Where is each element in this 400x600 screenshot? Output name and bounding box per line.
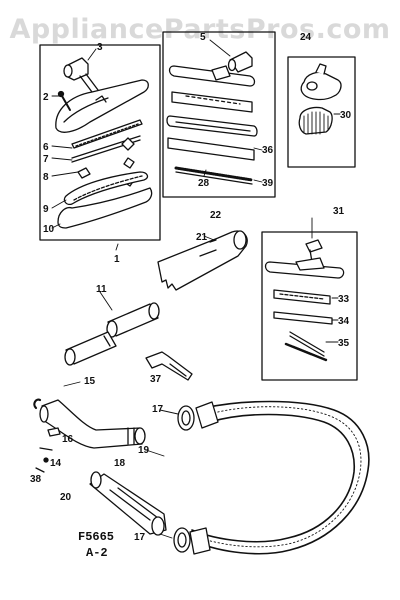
callout-3: 3 [97,42,103,53]
callout-17: 17 [152,404,164,415]
group-frame-upholstery-tool [261,231,358,381]
group-frame-dusting-brush [287,56,356,168]
callout-30: 30 [340,110,352,121]
callout-22: 22 [210,210,222,221]
hose-handle-part [89,471,167,536]
callout-11: 11 [96,284,107,295]
callout-17b: 17 [134,532,146,543]
callout-19: 19 [138,445,150,456]
leader-lines-left [51,48,97,229]
callout-35: 35 [338,338,350,349]
callout-15: 15 [84,376,96,387]
extension-wand-part [64,302,160,366]
callout-9: 9 [43,204,49,215]
callout-24: 24 [300,32,312,43]
callout-37: 37 [150,374,162,385]
callout-21: 21 [196,232,208,243]
callout-36: 36 [262,145,274,156]
diagram-sheet: A-2 [86,546,108,560]
callout-10: 10 [43,224,55,235]
floor-brush-part [55,57,153,229]
callout-6: 6 [43,142,49,153]
small-fasteners-part [35,427,61,473]
curved-wand-part [33,398,146,449]
callout-38: 38 [30,474,42,485]
dusting-brush-part [298,63,342,135]
leader-lines-middle [203,39,263,183]
callout-39: 39 [262,178,274,189]
callout-7: 7 [43,154,49,165]
callout-34: 34 [338,316,350,327]
callout-18: 18 [114,458,126,469]
watermark-text: AppliancePartsPros.com [9,14,391,45]
leader-lines-upholstery [311,217,339,343]
callout-33: 33 [338,294,350,305]
callout-28: 28 [198,178,210,189]
combo-brush-part [166,51,258,185]
callout-1: 1 [114,254,120,265]
callout-31: 31 [333,206,345,217]
callout-20: 20 [60,492,72,503]
group-frame-combo-brush [162,31,276,198]
small-tool-part [145,351,193,381]
crevice-tool-part [157,230,248,291]
callout-8: 8 [43,172,49,183]
hose-part [173,400,370,555]
callout-5: 5 [200,32,206,43]
group-frame-floor-brush [39,44,161,241]
callout-14: 14 [50,458,62,469]
diagram-code: F5665 [78,530,114,544]
upholstery-tool-part [264,239,345,362]
leader-lines-bottom [63,381,179,539]
callout-2: 2 [43,92,49,103]
callout-16: 16 [62,434,74,445]
